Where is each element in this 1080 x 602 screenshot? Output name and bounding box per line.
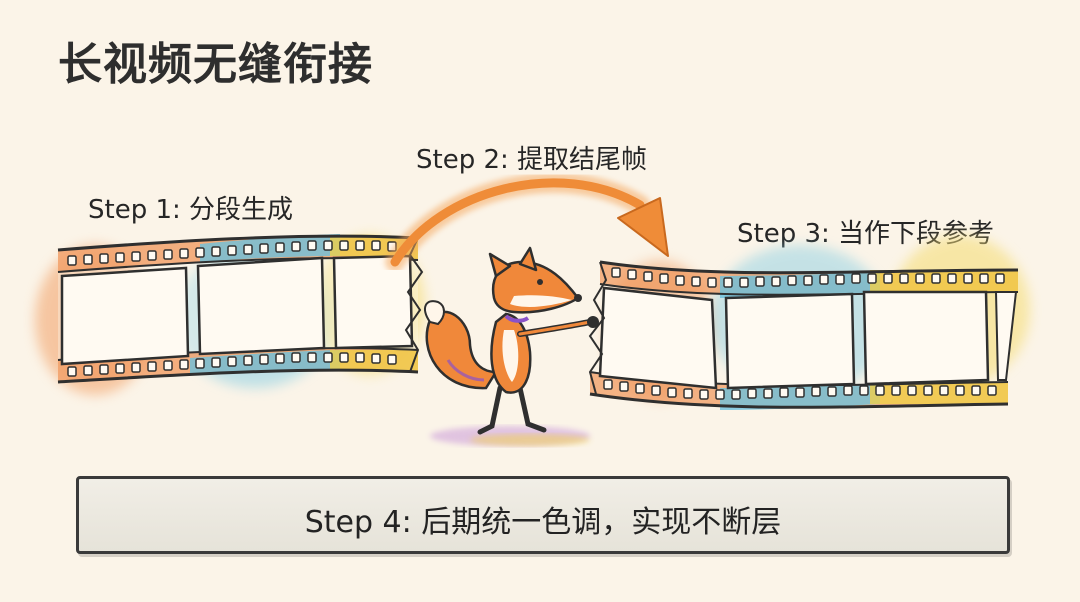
film-strip-icon bbox=[590, 235, 1030, 410]
film-strip-icon bbox=[35, 234, 425, 395]
step4-banner: Step 4: 后期统一色调，实现不断层 bbox=[76, 476, 1010, 554]
step4-label: Step 4: 后期统一色调，实现不断层 bbox=[79, 497, 1007, 541]
fox-icon bbox=[425, 248, 599, 446]
